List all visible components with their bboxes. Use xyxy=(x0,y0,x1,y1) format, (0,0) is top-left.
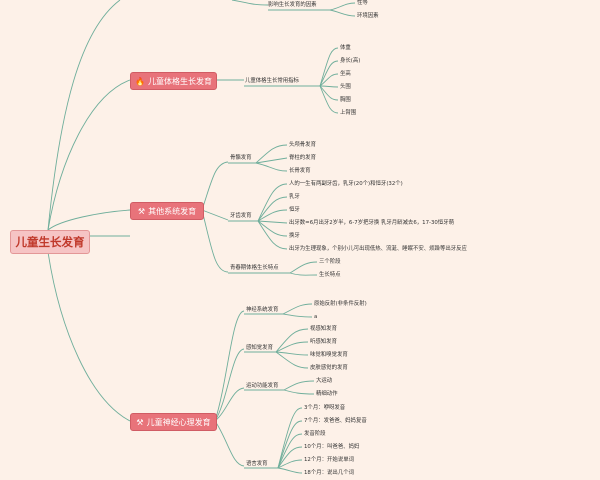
leaf-node[interactable]: 出牙数=6月出牙2岁半，6-7岁把牙换 乳牙月龄减去6，17-30恒牙萌 xyxy=(289,220,454,226)
factors-node[interactable]: 影响生长发育的因素 xyxy=(268,2,317,8)
connector xyxy=(319,85,339,88)
connector xyxy=(319,85,339,101)
connector xyxy=(329,9,356,17)
tools-icon: ⚒ xyxy=(137,206,146,216)
connector xyxy=(257,209,288,222)
leaf-node[interactable]: 精细动作 xyxy=(316,391,338,397)
connector xyxy=(201,209,229,221)
leaf-node[interactable]: 脊柱的发育 xyxy=(289,155,316,161)
leaf-node[interactable]: 12个月：开始说单词 xyxy=(304,457,354,463)
connector xyxy=(319,47,339,87)
subtopic-node[interactable]: 儿童体格生长常用指标 xyxy=(245,78,299,84)
connector xyxy=(214,348,245,422)
subtopic-node[interactable]: 运动功能发育 xyxy=(246,383,279,389)
leaf-node[interactable]: 乳牙 xyxy=(289,194,300,200)
leaf-node[interactable]: 上臂围 xyxy=(340,110,357,116)
connector xyxy=(257,220,288,250)
leaf-node[interactable]: 18个月：说出几个词 xyxy=(304,470,354,476)
connector xyxy=(289,261,318,274)
subtopic-node[interactable]: 感知觉发育 xyxy=(246,345,273,351)
branch-node[interactable]: ⚒ 其他系统发育 xyxy=(130,202,204,220)
leaf-node[interactable]: 人的一生有两副牙齿，乳牙(20个)和恒牙(32个) xyxy=(289,181,403,187)
leaf-node[interactable]: 三个阶段 xyxy=(319,259,341,265)
subtopic-node[interactable]: 青春期体格生长特点 xyxy=(230,265,279,271)
connector xyxy=(282,313,313,318)
leaf-node[interactable]: 原始反射(非条件反射) xyxy=(314,301,367,307)
leaf-node[interactable]: 换牙 xyxy=(289,233,300,239)
connector xyxy=(257,220,288,224)
connector xyxy=(329,2,356,11)
leaf-node[interactable]: 7个月：发爸爸、妈妈复音 xyxy=(304,418,367,424)
connector xyxy=(275,328,309,353)
fire-icon: 🔥 xyxy=(135,76,145,86)
leaf-node[interactable]: 3个月：咿呀发音 xyxy=(304,405,346,411)
connector xyxy=(47,0,121,231)
connector xyxy=(201,161,229,211)
connector xyxy=(255,144,288,164)
tools-icon: ⚒ xyxy=(136,417,144,427)
leaf-node[interactable]: a xyxy=(314,314,318,320)
connector xyxy=(214,387,245,422)
subtopic-node[interactable]: 语言发育 xyxy=(246,461,268,467)
connector xyxy=(214,420,245,467)
leaf-node[interactable]: 胸围 xyxy=(340,97,351,103)
connector xyxy=(319,85,339,114)
leaf-node[interactable]: 生长特点 xyxy=(319,272,341,278)
connector xyxy=(319,73,339,87)
connector xyxy=(201,209,229,273)
root-node[interactable]: 儿童生长发育 xyxy=(10,230,90,254)
connector xyxy=(277,433,303,469)
connector xyxy=(257,220,288,237)
subtopic-node[interactable]: 神经系统发育 xyxy=(246,307,279,313)
connector xyxy=(289,272,318,276)
branch-label: 其他系统发育 xyxy=(148,206,197,216)
connector xyxy=(283,380,315,391)
connector xyxy=(255,157,288,164)
branch-label: 儿童体格生长发育 xyxy=(147,76,212,86)
leaf-node[interactable]: 味觉和嗅觉发育 xyxy=(310,352,348,358)
branch-label: 儿童神经心理发育 xyxy=(146,417,211,427)
leaf-node[interactable]: 恒牙 xyxy=(289,207,300,213)
connector xyxy=(275,351,309,369)
leaf-node[interactable]: 大运动 xyxy=(316,378,333,384)
subtopic-node[interactable]: 牙齿发育 xyxy=(230,213,252,219)
leaf-node[interactable]: 出牙为生理现象，个别小儿可出现低热、流涎、睡眠不安、烦躁等出牙反应 xyxy=(289,246,467,252)
leaf-node[interactable]: 视感知发育 xyxy=(310,326,337,332)
leaf-node[interactable]: 身长(高) xyxy=(340,58,361,64)
connector xyxy=(277,446,303,469)
leaf-node[interactable]: 坐高 xyxy=(340,71,351,77)
leaf-node[interactable]: 10个月：叫爸爸、妈妈 xyxy=(304,444,360,450)
leaf-node[interactable]: 性等 xyxy=(357,0,368,6)
connector xyxy=(277,467,303,474)
branch-node[interactable]: 🔥 儿童体格生长发育 xyxy=(130,72,217,90)
connector xyxy=(214,310,245,422)
connector xyxy=(47,209,131,231)
leaf-node[interactable]: 发音阶段 xyxy=(304,431,326,437)
connector xyxy=(47,79,131,231)
leaf-node[interactable]: 长骨发育 xyxy=(289,168,311,174)
leaf-node[interactable]: 皮肤感觉的发育 xyxy=(310,365,348,371)
connector xyxy=(275,341,309,353)
connector xyxy=(257,196,288,222)
connector xyxy=(257,183,288,222)
connector xyxy=(283,389,315,395)
connector xyxy=(277,407,303,469)
connector xyxy=(282,303,313,315)
subtopic-node[interactable]: 骨骼发育 xyxy=(230,155,252,161)
connector xyxy=(255,162,288,172)
leaf-node[interactable]: 头围 xyxy=(340,84,351,90)
connector xyxy=(319,60,339,87)
leaf-node[interactable]: 体重 xyxy=(340,45,351,51)
connector xyxy=(277,459,303,469)
leaf-node[interactable]: 环境因素 xyxy=(357,13,379,19)
connector xyxy=(231,0,269,6)
leaf-node[interactable]: 头颅骨发育 xyxy=(289,142,316,148)
leaf-node[interactable]: 听感知发育 xyxy=(310,339,337,345)
connector xyxy=(47,251,131,422)
connector xyxy=(277,420,303,469)
connector xyxy=(275,351,309,356)
branch-node[interactable]: ⚒ 儿童神经心理发育 xyxy=(130,413,217,431)
